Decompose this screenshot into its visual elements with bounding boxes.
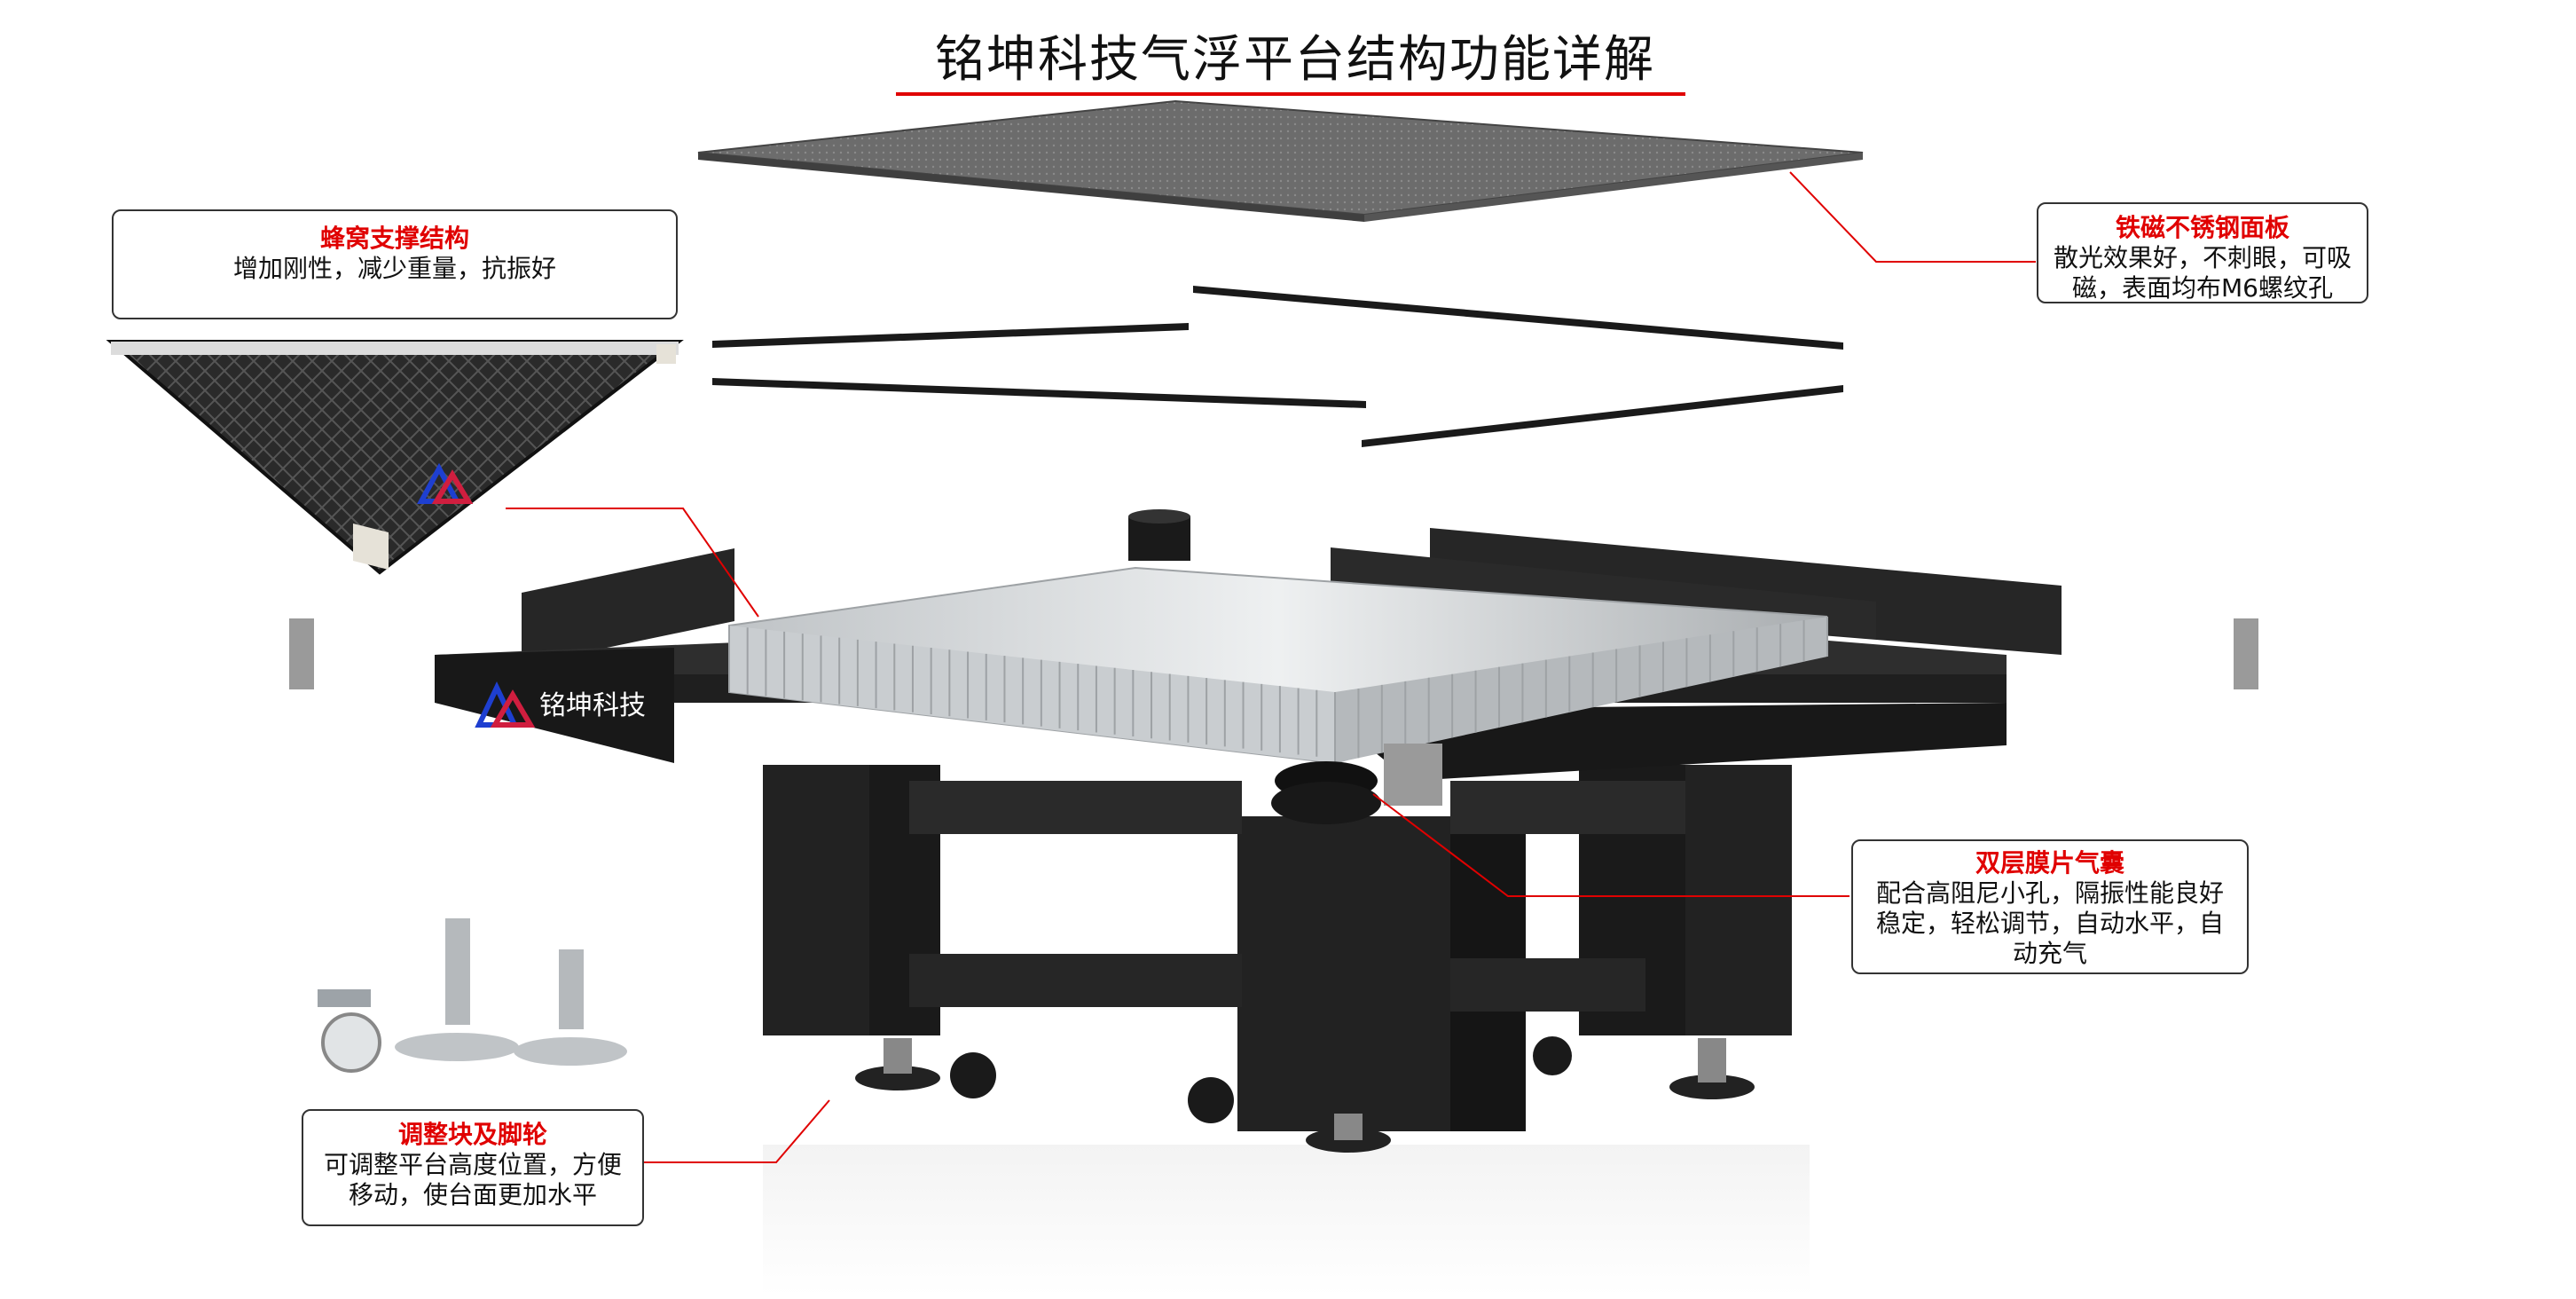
callout-steel-plate-desc2: 磁，表面均布M6螺纹孔 bbox=[2072, 273, 2333, 303]
callout-steel-plate: 铁磁不锈钢面板 散光效果好，不刺眼，可吸 磁，表面均布M6螺纹孔 bbox=[2037, 202, 2368, 303]
callout-steel-plate-title: 铁磁不锈钢面板 bbox=[2115, 213, 2289, 242]
callout-honeycomb-title: 蜂窝支撑结构 bbox=[319, 224, 469, 253]
callout-feet-title: 调整块及脚轮 bbox=[397, 1120, 547, 1149]
callout-feet-desc1: 可调整平台高度位置，方便 bbox=[323, 1150, 622, 1179]
callout-honeycomb-desc: 增加刚性，减少重量，抗振好 bbox=[232, 254, 556, 283]
side-block-right bbox=[2234, 618, 2258, 689]
base-frame bbox=[763, 765, 1792, 1153]
air-bag bbox=[1271, 744, 1442, 824]
title-underline bbox=[896, 92, 1685, 96]
cross-bars bbox=[712, 286, 1843, 447]
leader-lines bbox=[506, 171, 2036, 1163]
honeycomb-inset bbox=[106, 340, 684, 575]
side-block-left bbox=[289, 618, 314, 689]
callout-honeycomb: 蜂窝支撑结构 增加刚性，减少重量，抗振好 bbox=[112, 209, 678, 319]
caster-samples bbox=[318, 918, 627, 1073]
page-title: 铭坤科技气浮平台结构功能详解 bbox=[935, 31, 1655, 89]
honeycomb-core bbox=[728, 566, 1828, 765]
callout-air-bag-desc2: 稳定，轻松调节，自动水平，自 bbox=[1875, 909, 2224, 938]
frame-brand-text: 铭坤科技 bbox=[539, 690, 646, 721]
callout-feet-desc2: 移动，使台面更加水平 bbox=[348, 1180, 597, 1209]
floor-reflection bbox=[763, 1145, 1810, 1295]
steel-plate bbox=[697, 99, 1864, 222]
callout-air-bag: 双层膜片气囊 配合高阻尼小孔，隔振性能良好 稳定，轻松调节，自动水平，自 动充气 bbox=[1851, 839, 2249, 974]
callout-air-bag-title: 双层膜片气囊 bbox=[1975, 848, 2124, 878]
callout-feet: 调整块及脚轮 可调整平台高度位置，方便 移动，使台面更加水平 bbox=[302, 1109, 644, 1226]
callout-air-bag-desc3: 动充气 bbox=[2012, 939, 2087, 968]
fin-lines bbox=[728, 617, 1828, 763]
frame-logo: 铭坤科技 bbox=[475, 681, 646, 728]
brand-logo bbox=[416, 462, 474, 504]
callout-air-bag-desc1: 配合高阻尼小孔，隔振性能良好 bbox=[1875, 878, 2224, 908]
callout-steel-plate-desc1: 散光效果好，不刺眼，可吸 bbox=[2053, 243, 2352, 272]
